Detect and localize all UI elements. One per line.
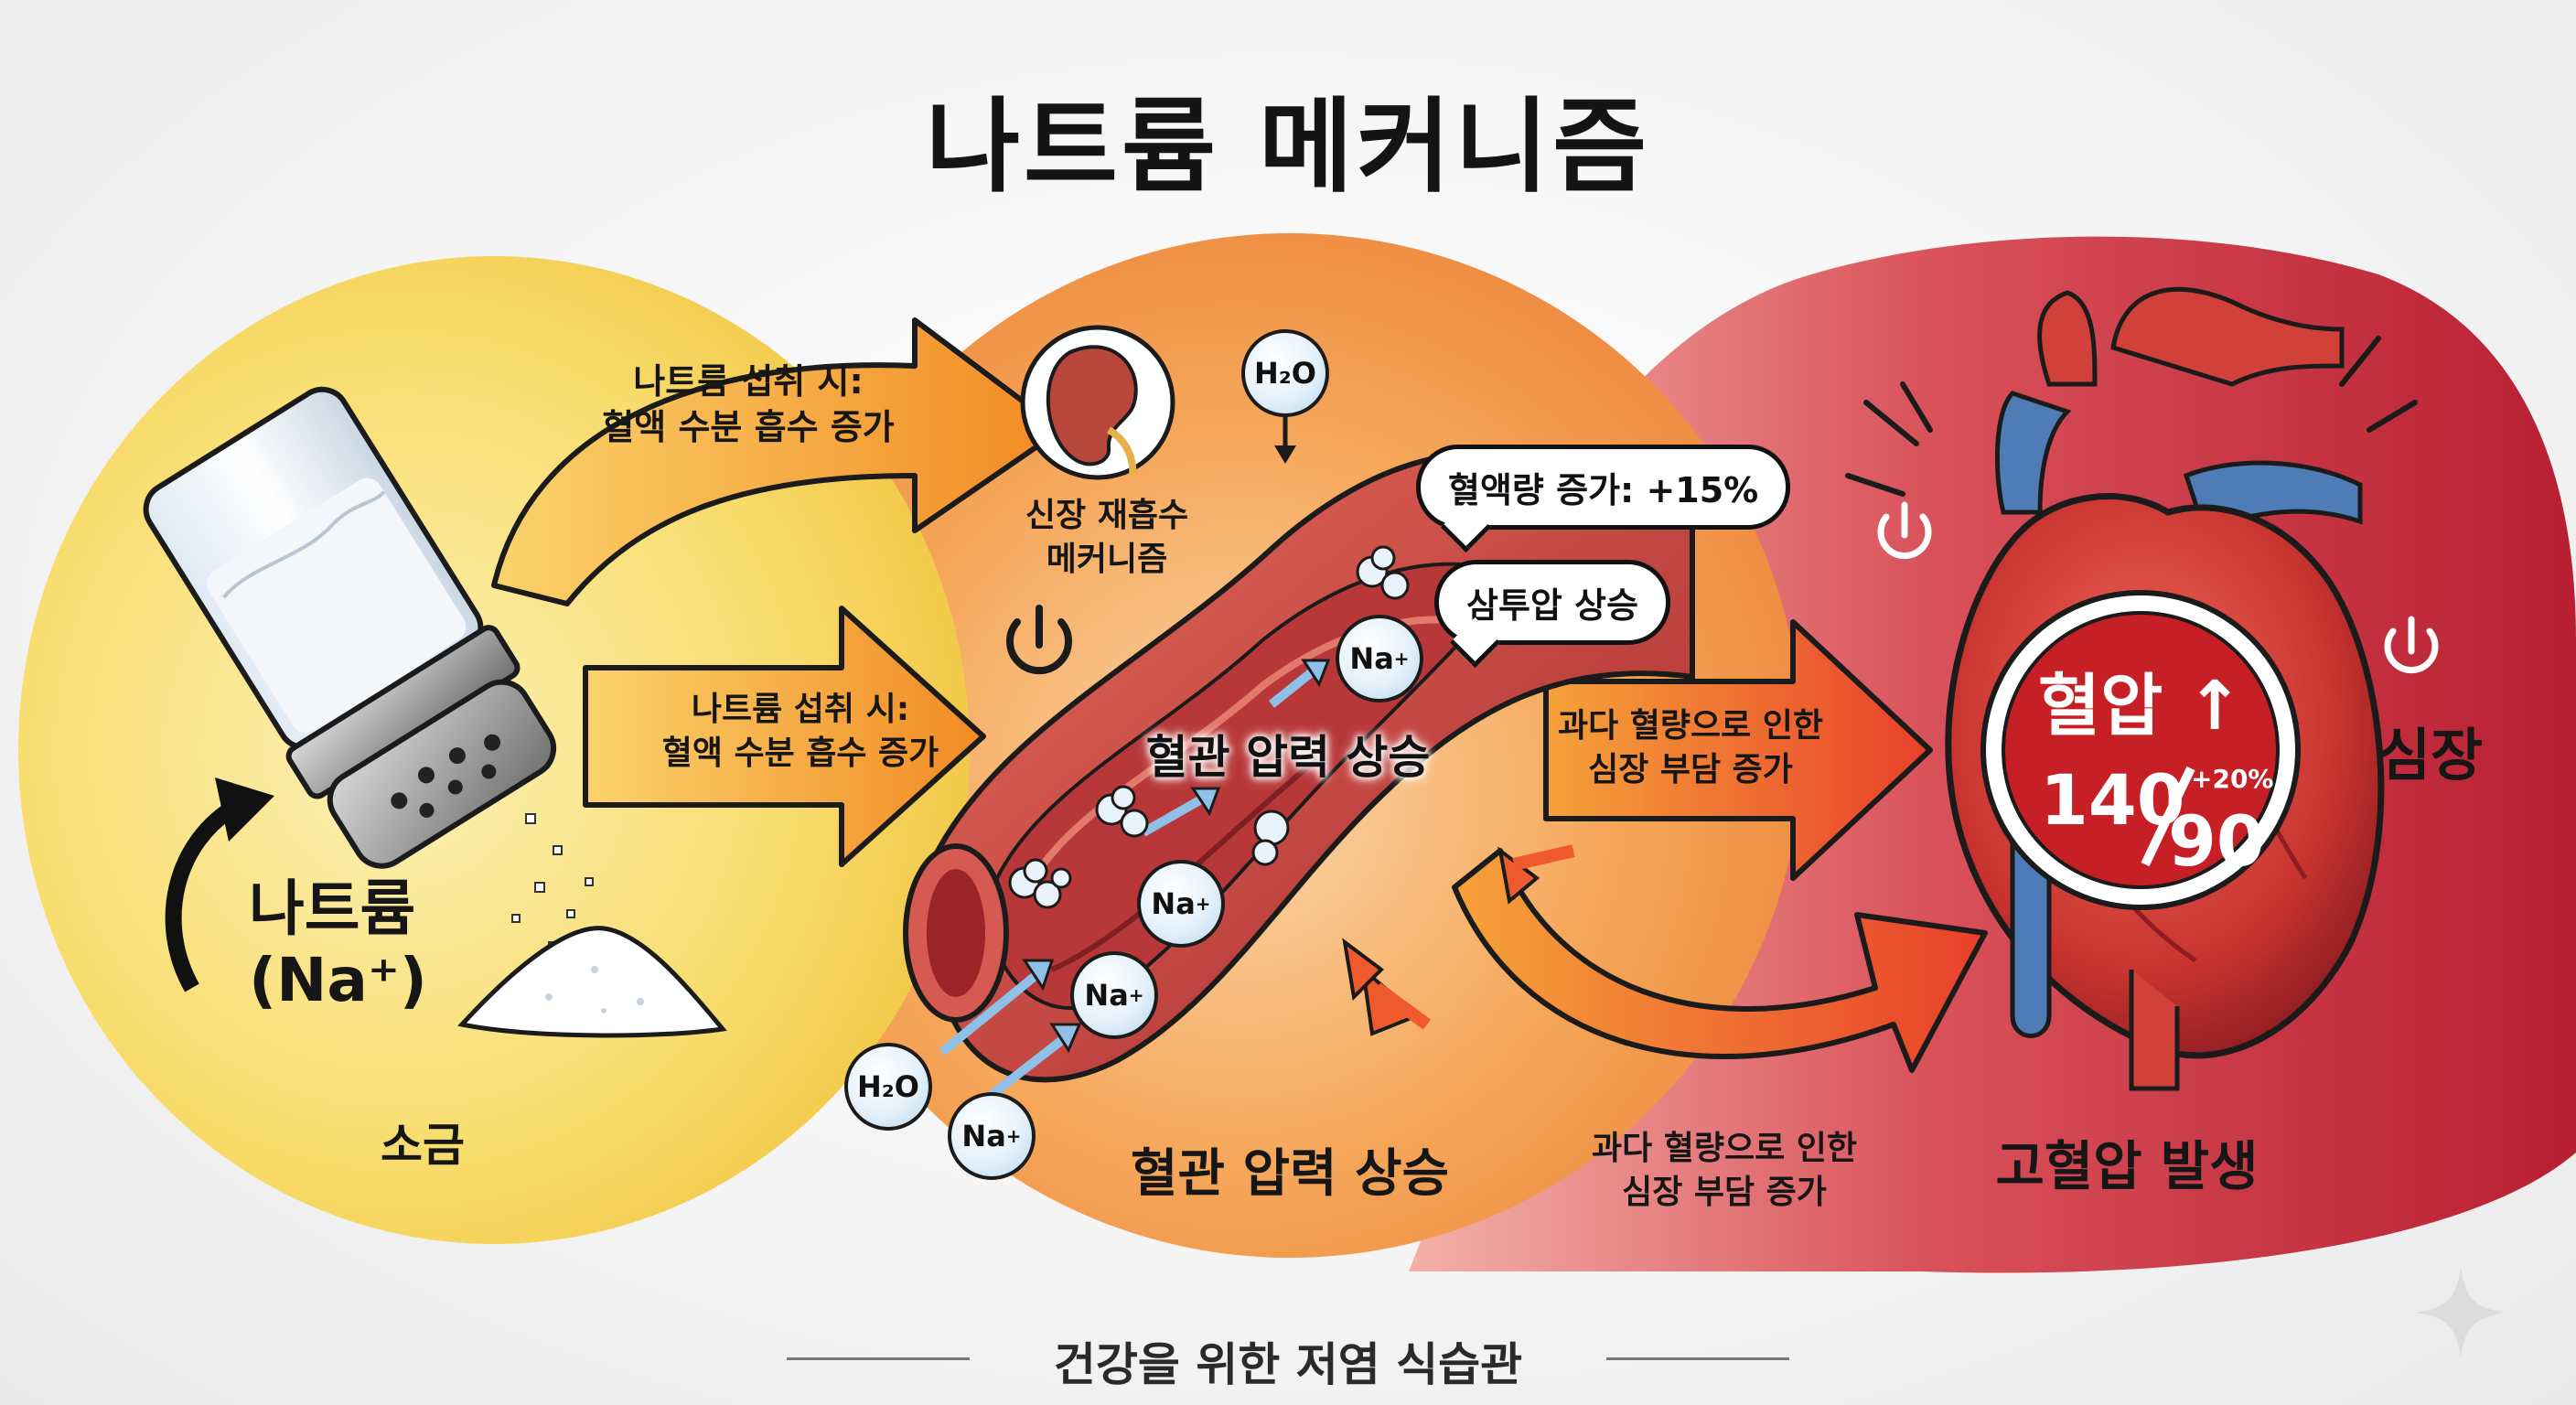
power-icon-heart-left — [1877, 501, 1932, 560]
sodium-ion: Na+ — [948, 1092, 1036, 1180]
curved-arrow-icon — [165, 798, 242, 992]
water-droplets — [1008, 545, 1410, 909]
bp-title-text: 혈압 — [2038, 667, 2163, 745]
bp-diastolic: 90 — [2168, 800, 2265, 882]
vessel-center-label: 혈관 압력 상승 — [1145, 731, 1431, 784]
kidney-caption-line2: 메커니즘 — [1046, 541, 1168, 578]
osmotic-pressure-bubble: 삼투압 상승 — [1434, 560, 1671, 669]
bp-change: +20% — [2191, 764, 2274, 794]
bp-up-arrow-icon: ↑ — [2185, 667, 2243, 745]
arrow-top — [491, 317, 1064, 606]
heart-label: 심장 — [2378, 722, 2484, 788]
pressure-arrows — [1342, 844, 1575, 1036]
kidney-icon — [1020, 325, 1175, 480]
sodium-label-line1: 나트륨 — [249, 874, 416, 944]
arrow-middle-line2: 혈액 수분 흡수 증가 — [661, 735, 939, 772]
power-icon-heart-right — [2384, 616, 2439, 674]
bp-systolic: 140 — [2040, 759, 2185, 841]
flow-arrows — [939, 664, 1321, 1101]
sodium-ion: Na+ — [1070, 951, 1158, 1039]
sodium-label: 나트륨 (Na⁺) — [249, 874, 427, 1016]
sodium-label-line2: (Na⁺) — [249, 945, 427, 1015]
arrow-bottom — [1452, 848, 1988, 1073]
arrow-top-line2: 혈액 수분 흡수 증가 — [602, 407, 895, 447]
arrow-right-line1: 과다 혈량으로 인한 — [1557, 707, 1824, 745]
arrow-right-text: 과다 혈량으로 인한 심장 부담 증가 — [1558, 704, 1823, 792]
h2o-ion-bottom: H₂O — [844, 1043, 932, 1131]
arrow-top-line1: 나트륨 섭취 시: — [633, 361, 864, 402]
power-icon — [1006, 605, 1072, 675]
kidney-caption-line1: 신장 재흡수 — [1025, 497, 1189, 534]
page-title: 나트륨 메커니즘 — [925, 88, 1651, 207]
blood-volume-bubble: 혈액량 증가: +15% — [1416, 445, 1791, 553]
sodium-ion: Na+ — [1137, 860, 1225, 948]
arrow-middle-line1: 나트륨 섭취 시: — [691, 691, 910, 728]
bp-title: 혈압 ↑ — [2038, 651, 2243, 749]
footer-text: 건강을 위한 저염 식습관 — [1053, 1338, 1523, 1391]
salt-shaker — [143, 386, 727, 1038]
salt-caption: 소금 — [381, 1119, 465, 1172]
osmotic-pressure-text: 삼투압 상승 — [1466, 585, 1639, 626]
arrow-middle-text: 나트륨 섭취 시: 혈액 수분 흡수 증가 — [662, 688, 939, 776]
kidney-caption: 신장 재흡수 메커니즘 — [1025, 494, 1188, 582]
heart-caption: 고혈압 발생 — [1995, 1135, 2259, 1197]
blood-pressure-badge — [1980, 590, 2301, 910]
footer-divider-right — [1606, 1357, 1789, 1360]
arrow-right-line2: 심장 부담 증가 — [1588, 751, 1793, 788]
footer-divider-left — [787, 1357, 970, 1360]
impact-lines — [1845, 336, 2418, 497]
sparkle-icon — [2415, 1267, 2506, 1358]
arrow-top-text: 나트륨 섭취 시: 혈액 수분 흡수 증가 — [602, 359, 894, 450]
arrow-bottom-text: 과다 혈량으로 인한 심장 부담 증가 — [1592, 1127, 1857, 1215]
arrow-bottom-line2: 심장 부담 증가 — [1622, 1174, 1827, 1211]
arrow-bottom-line1: 과다 혈량으로 인한 — [1591, 1130, 1858, 1167]
blood-volume-text: 혈액량 증가: +15% — [1448, 470, 1759, 510]
arrow-middle — [583, 606, 986, 867]
vessel-caption: 혈관 압력 상승 — [1130, 1144, 1450, 1204]
sodium-ion: Na+ — [1336, 615, 1423, 702]
h2o-ion-top: H₂O — [1241, 329, 1329, 417]
arrow-right — [1543, 619, 1933, 881]
